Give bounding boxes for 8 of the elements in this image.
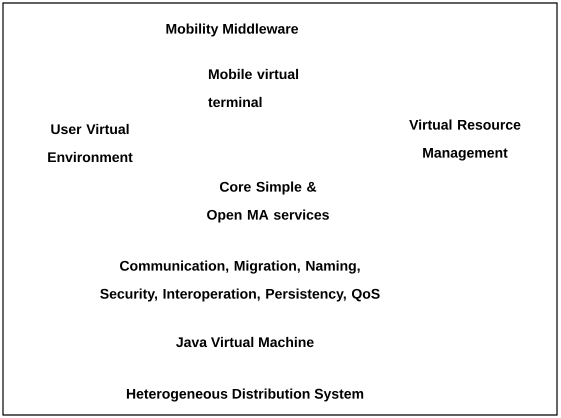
- label: Heterogeneous Distribution System: [126, 388, 364, 402]
- label: User Virtual Environment: [48, 124, 133, 162]
- label: Mobility Middleware: [166, 23, 298, 37]
- label: Core Simple & Open MA services: [207, 181, 329, 223]
- label: Communication, Migration, Naming, Security, Interoperation, Persistency, QoS: [100, 260, 380, 302]
- label: Virtual Resource Management: [409, 119, 520, 161]
- label: Mobile virtual terminal: [208, 68, 298, 108]
- label: Java Virtual Machine: [176, 336, 314, 348]
